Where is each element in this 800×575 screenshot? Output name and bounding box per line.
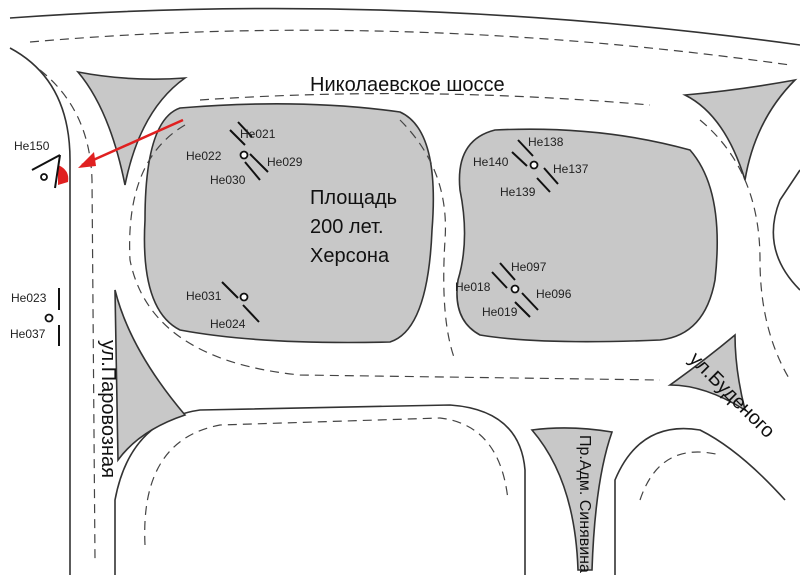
marker-bar [249, 153, 269, 173]
marker-label: Не137 [553, 162, 589, 176]
marker-label: Не037 [10, 327, 46, 341]
road-edge-bottom-right [614, 427, 786, 575]
marker-label: Не018 [455, 280, 491, 294]
pole-icon [239, 150, 249, 160]
marker-bar [536, 177, 551, 193]
marker-bar [229, 129, 246, 146]
pole-icon [510, 284, 520, 294]
highlight-marker-icon [58, 165, 69, 185]
square-label-line2: 200 лет. [310, 216, 384, 238]
island-bottom-right [667, 333, 747, 412]
road-edge-bottom-left [114, 404, 526, 575]
marker-label: Не150 [14, 139, 50, 153]
marker-label: Не021 [240, 127, 276, 141]
street-label-nikolaevskoe: Николаевское шоссе [310, 74, 505, 96]
marker-label: Не023 [11, 291, 47, 305]
marker-bar [242, 304, 260, 323]
island-top-left [75, 70, 188, 186]
marker-bar [499, 262, 516, 281]
lane-right [699, 119, 791, 381]
marker-bar [491, 271, 508, 289]
road-edge-left-outer [9, 47, 71, 575]
marker-label: Не024 [210, 317, 246, 331]
marker-label: Не138 [528, 135, 564, 149]
marker-label: Не097 [511, 260, 547, 274]
marker-label: Не139 [500, 185, 536, 199]
pole-icon [40, 173, 48, 181]
island-square-right [456, 128, 718, 343]
square-label-line3: Херсона [310, 245, 390, 267]
road-edge-right [772, 169, 800, 291]
road-edge-top [9, 7, 800, 46]
island-top-right [682, 78, 798, 181]
marker-bar [511, 151, 528, 167]
marker-bar [31, 154, 61, 171]
marker-bar [514, 301, 531, 318]
island-square-left [143, 103, 435, 344]
marker-label: Не031 [186, 289, 222, 303]
lane-top [29, 29, 791, 66]
marker-label: Не140 [473, 155, 509, 169]
highlight-arrow-icon [81, 118, 184, 167]
lane-right-bottom [639, 451, 721, 501]
arrow-head-icon [78, 152, 96, 168]
lane-left [39, 69, 96, 561]
marker-label: Не030 [210, 173, 246, 187]
marker-label: Не096 [536, 287, 572, 301]
pole-icon [44, 313, 54, 323]
street-label-parovoznaya: ул.Паровозная [97, 340, 119, 478]
island-bottom-middle [530, 427, 614, 571]
marker-bar [54, 154, 61, 189]
marker-bar [244, 161, 261, 181]
lane-left-loop [129, 124, 661, 381]
lane-bottom [144, 417, 509, 546]
pole-icon [529, 160, 539, 170]
marker-bar [221, 281, 239, 299]
lane-top-inner [199, 92, 651, 106]
marker-bar [521, 292, 539, 311]
marker-label: Не019 [482, 305, 518, 319]
street-label-sinyavina: Пр.Адм. Синявина [576, 435, 593, 573]
marker-bar [237, 121, 253, 138]
marker-label: Не022 [186, 149, 222, 163]
marker-bar [543, 167, 559, 185]
marker-bar [517, 139, 534, 157]
square-label-line1: Площадь [310, 187, 397, 209]
island-bottom-left [114, 289, 187, 463]
marker-label: Не029 [267, 155, 303, 169]
pole-icon [239, 292, 249, 302]
